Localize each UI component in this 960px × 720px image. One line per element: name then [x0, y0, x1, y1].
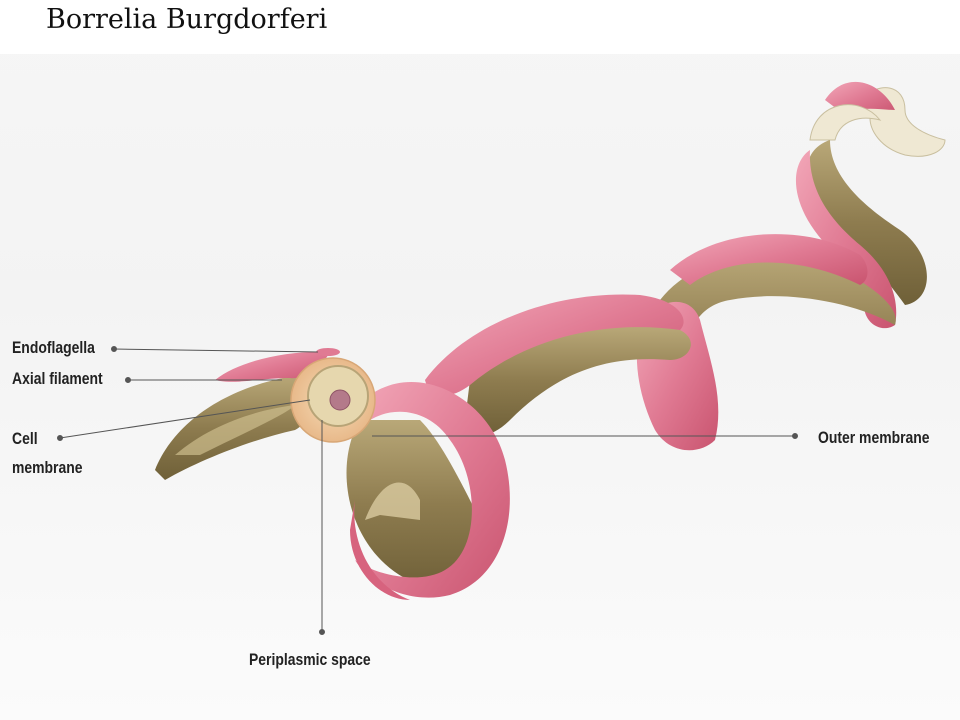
- periplasmic-dot: [319, 629, 325, 635]
- body-segment: [425, 294, 691, 435]
- label-cell-membrane-line2: membrane: [12, 458, 83, 477]
- endoflagella-dot: [111, 346, 117, 352]
- label-endoflagella: Endoflagella: [12, 338, 95, 357]
- tail-segment: [795, 81, 946, 329]
- cell-membrane-line: [59, 399, 311, 439]
- label-periplasmic-space: Periplasmic space: [249, 650, 371, 669]
- label-outer-membrane: Outer membrane: [818, 428, 930, 447]
- cell-membrane-dot: [57, 435, 63, 441]
- label-cell-membrane-line1: Cell: [12, 429, 38, 448]
- leader-lines: [57, 346, 798, 635]
- outer-membrane-dot: [792, 433, 798, 439]
- page-title: Borrelia Burgdorferi: [46, 4, 328, 35]
- axial-filament-dot: [125, 377, 131, 383]
- title-bar: Borrelia Burgdorferi: [0, 0, 960, 54]
- cross-section: [290, 348, 376, 443]
- label-axial-filament: Axial filament: [12, 369, 103, 388]
- endoflagella-line: [113, 348, 319, 353]
